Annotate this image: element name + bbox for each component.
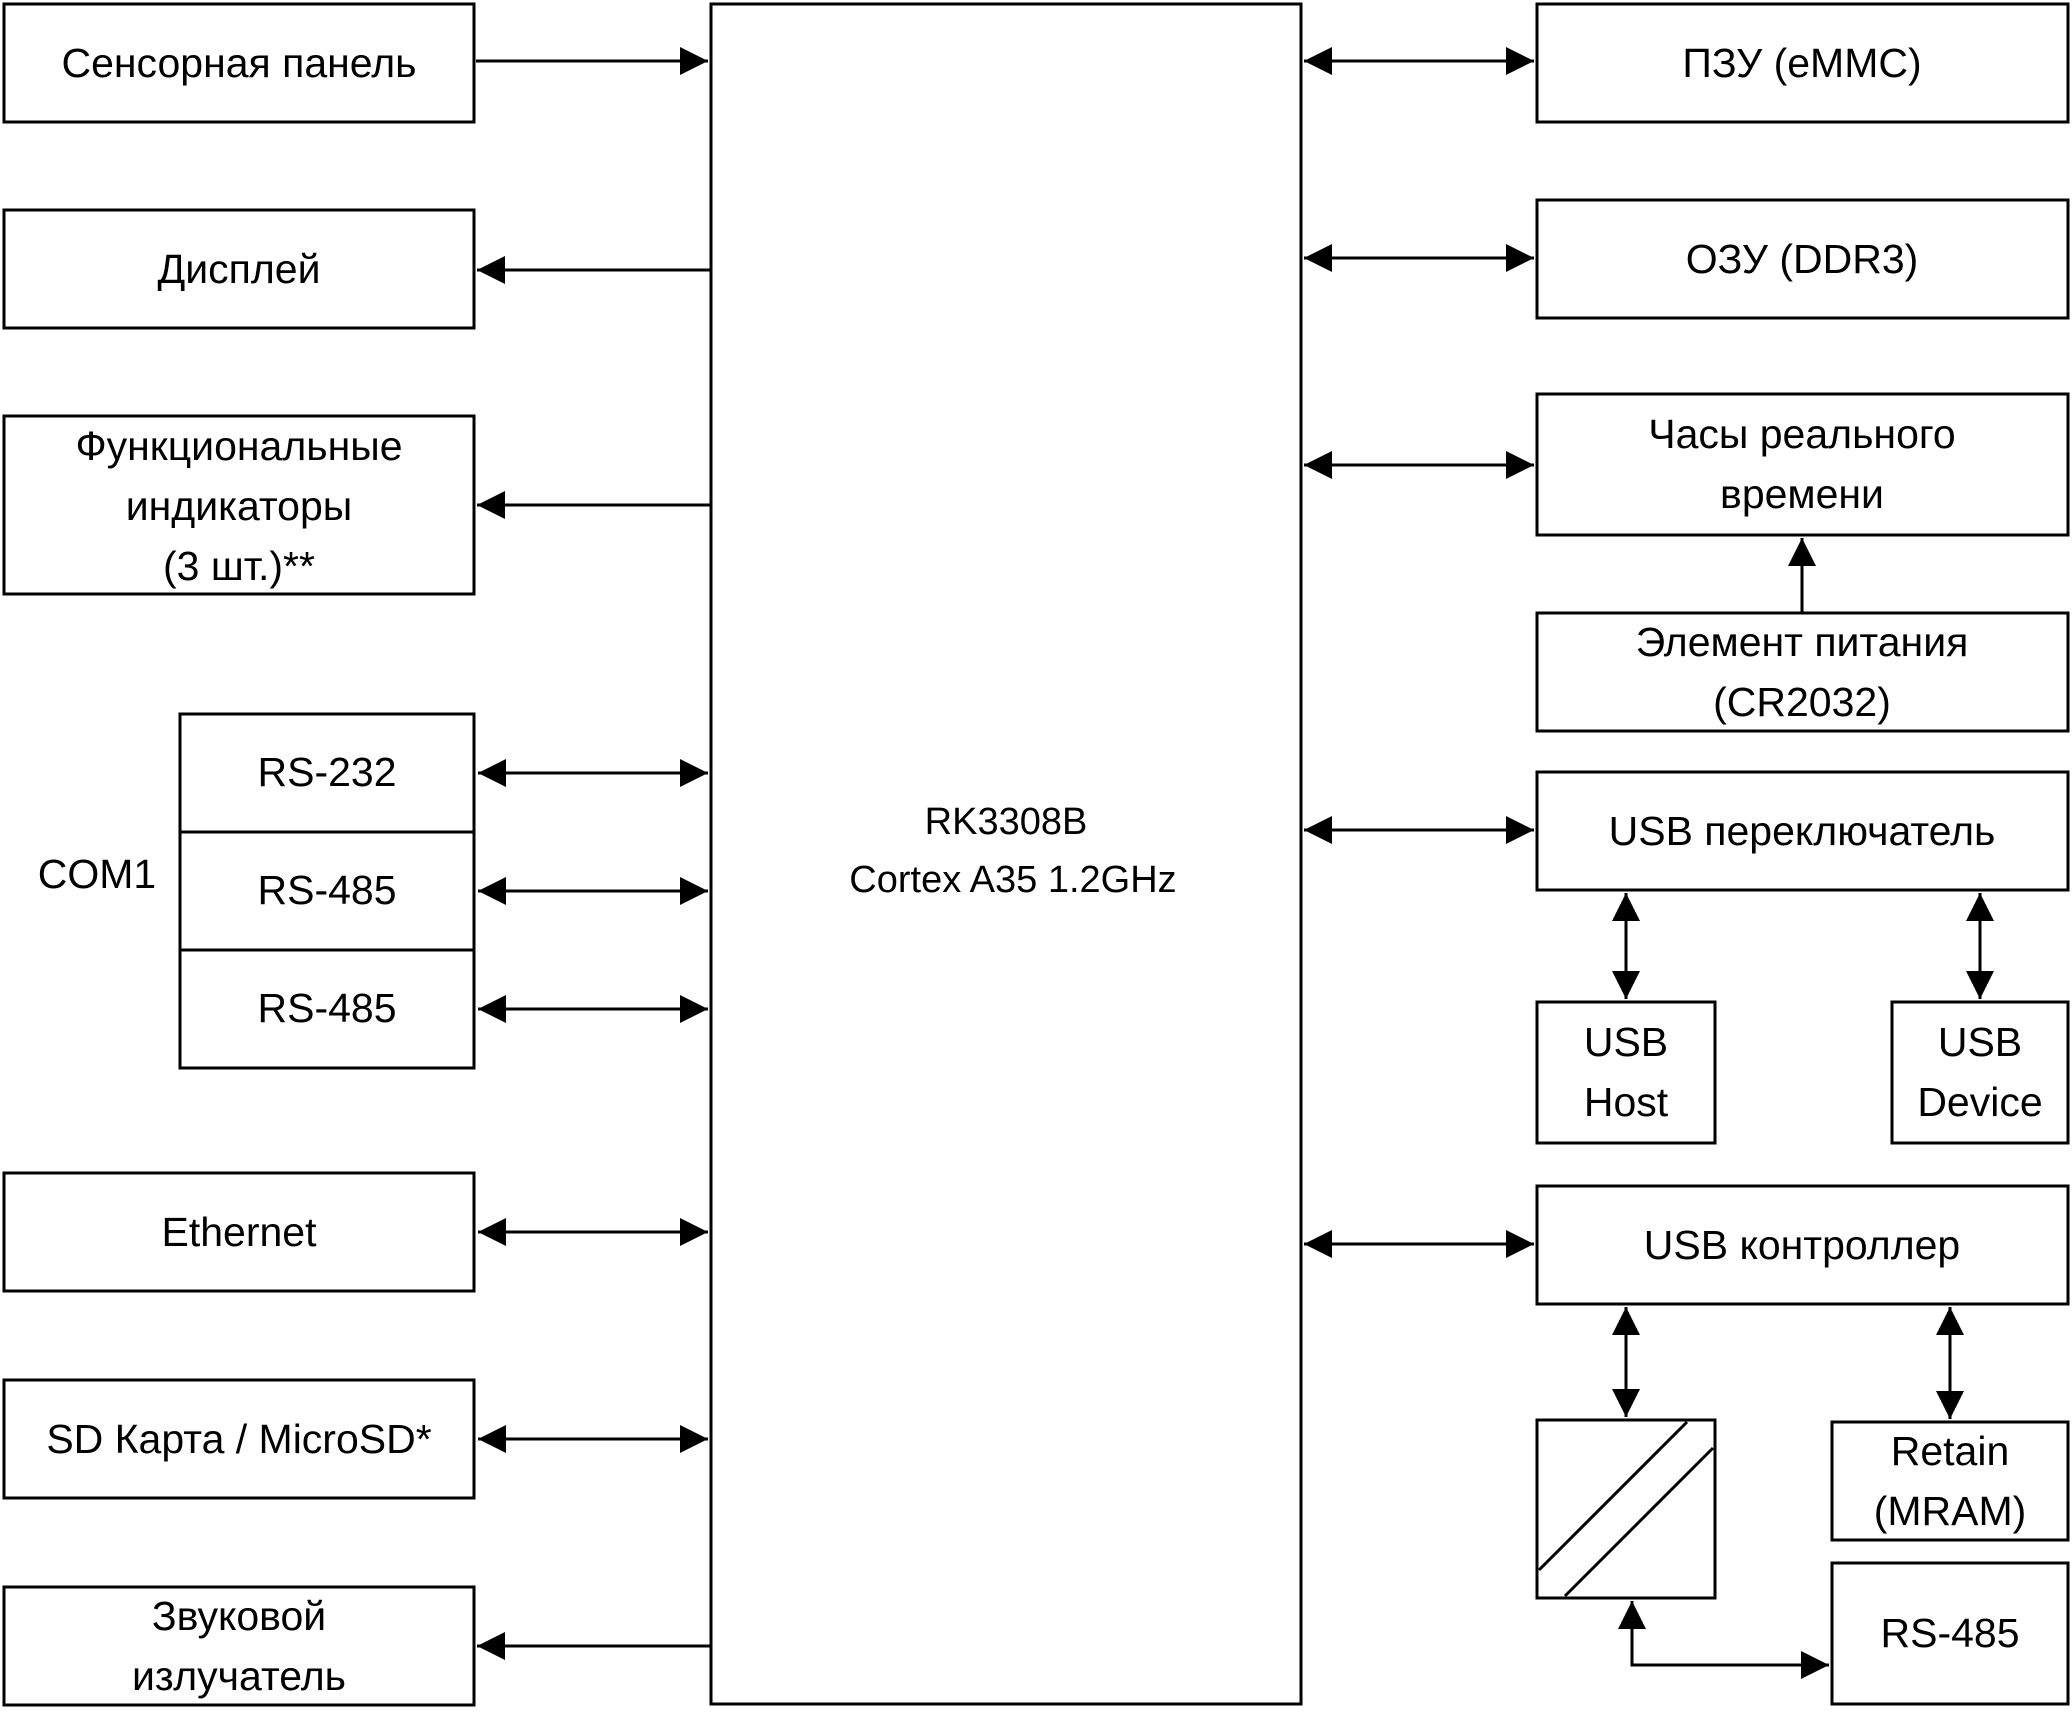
com-port-rs485-2: RS-485: [178, 948, 476, 1070]
com-port-label: RS-485: [257, 867, 396, 913]
rs485-right-label: RS-485: [1880, 1610, 2019, 1656]
buzzer-line1: Звуковой: [152, 1593, 326, 1639]
indicators-line3: (3 шт.)**: [163, 543, 315, 589]
buzzer-line2: излучатель: [132, 1653, 346, 1699]
sd-card-label: SD Карта / MicroSD*: [46, 1416, 431, 1462]
usb-host-line1: USB: [1584, 1019, 1668, 1065]
isolator-block: [1535, 1418, 1717, 1600]
battery-line2: (CR2032): [1713, 679, 1891, 725]
battery-block: Элемент питания (CR2032): [1535, 611, 2070, 733]
sd-card-block: SD Карта / MicroSD*: [2, 1378, 476, 1500]
retain-line2: (MRAM): [1874, 1488, 2027, 1534]
touch-panel-label: Сенсорная панель: [61, 40, 416, 86]
rtc-line2: времени: [1720, 471, 1884, 517]
rom-label: ПЗУ (eMMC): [1682, 40, 1921, 86]
ram-label: ОЗУ (DDR3): [1686, 236, 1919, 282]
com1-label: COM1: [38, 851, 156, 897]
usb-switch-block: USB переключатель: [1535, 770, 2070, 892]
com-port-rs232: RS-232: [178, 712, 476, 834]
cpu-core: Cortex A35 1.2GHz: [849, 859, 1176, 901]
rom-block: ПЗУ (eMMC): [1535, 2, 2070, 124]
isolator-diagonal: [1537, 1420, 1689, 1572]
ethernet-block: Ethernet: [2, 1171, 476, 1293]
indicators-line2: индикаторы: [126, 483, 353, 529]
battery-line1: Элемент питания: [1636, 619, 1969, 665]
cpu-block: RK3308B Cortex A35 1.2GHz: [709, 2, 1303, 1706]
usb-device-line2: Device: [1917, 1079, 2042, 1125]
usb-controller-label: USB контроллер: [1644, 1222, 1960, 1268]
usb-device-line1: USB: [1938, 1019, 2022, 1065]
usb-device-block: USB Device: [1890, 1000, 2070, 1145]
usb-switch-label: USB переключатель: [1609, 808, 1996, 854]
rtc-block: Часы реального времени: [1535, 392, 2070, 537]
rtc-line1: Часы реального: [1648, 411, 1955, 457]
usb-host-line2: Host: [1584, 1079, 1669, 1125]
ethernet-label: Ethernet: [162, 1209, 318, 1255]
retain-block: Retain (MRAM): [1830, 1420, 2070, 1542]
usb-controller-block: USB контроллер: [1535, 1184, 2070, 1306]
rs485-right-block: RS-485: [1830, 1561, 2070, 1706]
indicators-block: Функциональные индикаторы (3 шт.)**: [2, 414, 476, 596]
com-port-rs485-1: RS-485: [178, 830, 476, 952]
usb-host-block: USB Host: [1535, 1000, 1717, 1145]
ram-block: ОЗУ (DDR3): [1535, 198, 2070, 320]
display-block: Дисплей: [2, 208, 476, 330]
indicators-line1: Функциональные: [75, 423, 402, 469]
buzzer-block: Звуковой излучатель: [2, 1585, 476, 1707]
isolator-rs485-arrow: [1618, 1601, 1829, 1679]
retain-line1: Retain: [1891, 1428, 2010, 1474]
cpu-name: RK3308B: [925, 801, 1088, 843]
com-port-label: RS-485: [257, 985, 396, 1031]
display-label: Дисплей: [158, 246, 321, 292]
touch-panel-block: Сенсорная панель: [2, 2, 476, 124]
com-port-label: RS-232: [257, 749, 396, 795]
isolator-diagonal: [1563, 1446, 1715, 1598]
